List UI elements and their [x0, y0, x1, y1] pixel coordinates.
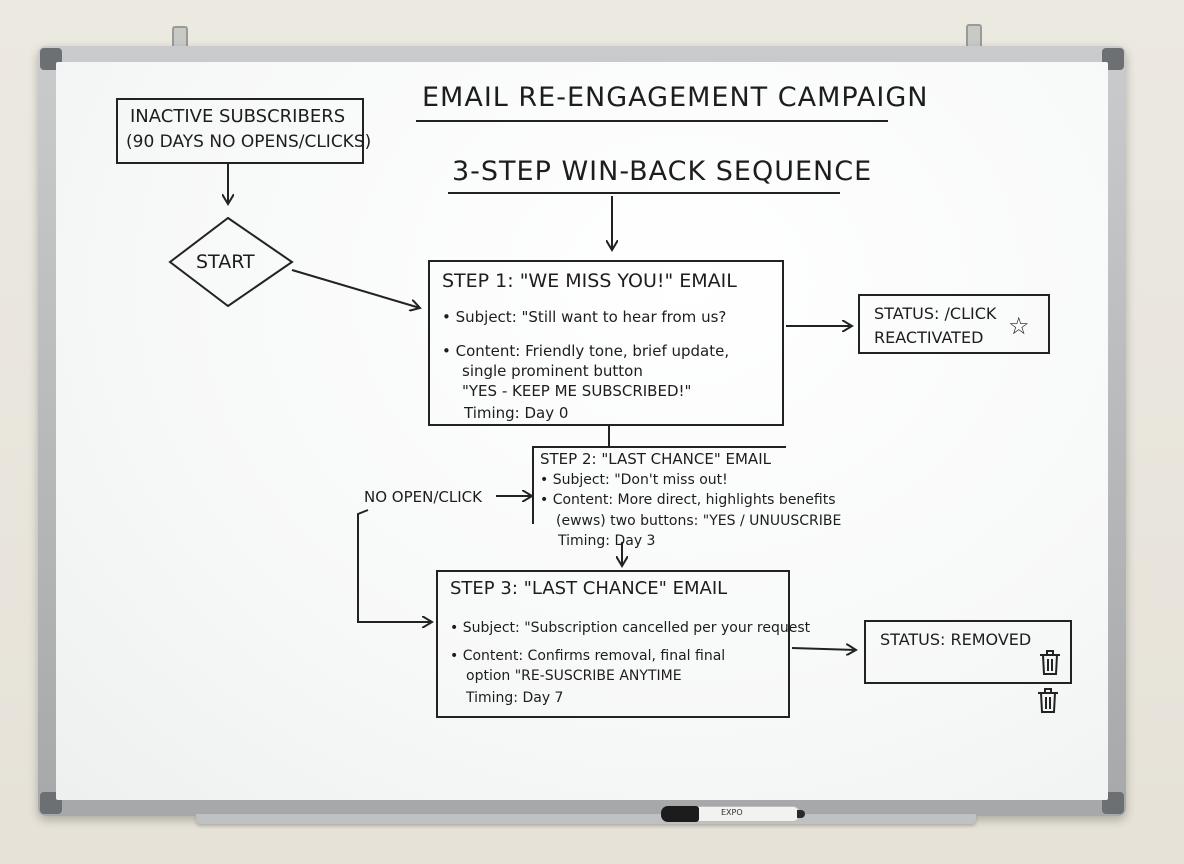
step3-subject: • Subject: "Subscription cancelled per y… — [450, 620, 811, 636]
step3-box: STEP 3: "LAST CHANCE" EMAIL • Subject: "… — [436, 570, 810, 718]
step1-content-2: single prominent button — [462, 362, 643, 380]
inactive-subscribers-box: INACTIVE SUBSCRIBERS (90 DAYS NO OPENS/C… — [116, 98, 371, 164]
step2-timing: Timing: Day 3 — [558, 533, 656, 549]
flow-connectors — [168, 164, 1108, 800]
step1-content-1: • Content: Friendly tone, brief update, — [442, 342, 730, 360]
star-icon: ☆ — [1008, 312, 1030, 340]
page-title: EMAIL RE-ENGAGEMENT CAMPAIGN — [422, 82, 929, 113]
step1-content-3: "YES - KEEP ME SUBSCRIBED!" — [462, 382, 692, 400]
start-label: START — [196, 251, 255, 273]
step2-content-1: • Content: More direct, highlights benef… — [540, 492, 836, 508]
dry-erase-marker[interactable]: EXPO — [661, 806, 805, 822]
inactive-line-2: (90 DAYS NO OPENS/CLICKS) — [126, 132, 372, 152]
step2-heading: STEP 2: "LAST CHANCE" EMAIL — [540, 450, 771, 468]
step2-content-2: (ewws) two buttons: "YES / UNUUSCRIBE — [556, 513, 842, 529]
arrow-step3-to-removed — [791, 648, 856, 650]
trash-icon — [1040, 650, 1060, 675]
marker-label: EXPO — [721, 808, 743, 817]
step1-box: STEP 1: "WE MISS YOU!" EMAIL • Subject: … — [428, 260, 784, 426]
title-underline — [416, 120, 888, 122]
step3-heading: STEP 3: "LAST CHANCE" EMAIL — [450, 578, 728, 599]
step3-timing: Timing: Day 7 — [466, 690, 564, 706]
step1-timing: Timing: Day 0 — [464, 404, 569, 422]
marker-cap — [661, 806, 699, 822]
step2-frame — [532, 446, 786, 524]
step3-content-2: option "RE-SUSCRIBE ANYTIME — [466, 668, 682, 684]
marker-tip — [797, 810, 805, 818]
no-open-click-label: NO OPEN/CLICK — [364, 488, 482, 506]
inactive-line-1: INACTIVE SUBSCRIBERS — [130, 106, 346, 127]
arrow-start-to-step1 — [291, 269, 420, 308]
arrow-noopen-to-step3 — [357, 509, 432, 622]
marker-tray — [196, 814, 976, 824]
step1-heading: STEP 1: "WE MISS YOU!" EMAIL — [442, 270, 737, 292]
step2-subject: • Subject: "Don't miss out! — [540, 472, 728, 488]
whiteboard-surface: EMAIL RE-ENGAGEMENT CAMPAIGN 3-STEP WIN-… — [56, 62, 1108, 800]
page-subtitle: 3-STEP WIN-BACK SEQUENCE — [452, 156, 873, 187]
step3-content-1: • Content: Confirms removal, final final — [450, 648, 726, 664]
start-diamond — [168, 216, 294, 308]
status-removed-line-1: STATUS: REMOVED — [880, 630, 1032, 649]
status-reactivated-line-1: STATUS: /CLICK — [874, 304, 997, 323]
step1-subject: • Subject: "Still want to hear from us? — [442, 308, 727, 326]
trash-icon — [1038, 688, 1058, 713]
status-reactivated-box: STATUS: /CLICK REACTIVATED ☆ — [858, 294, 1050, 354]
subtitle-underline — [448, 192, 840, 194]
status-removed-box: STATUS: REMOVED — [864, 620, 1072, 684]
status-reactivated-line-2: REACTIVATED — [874, 328, 984, 347]
